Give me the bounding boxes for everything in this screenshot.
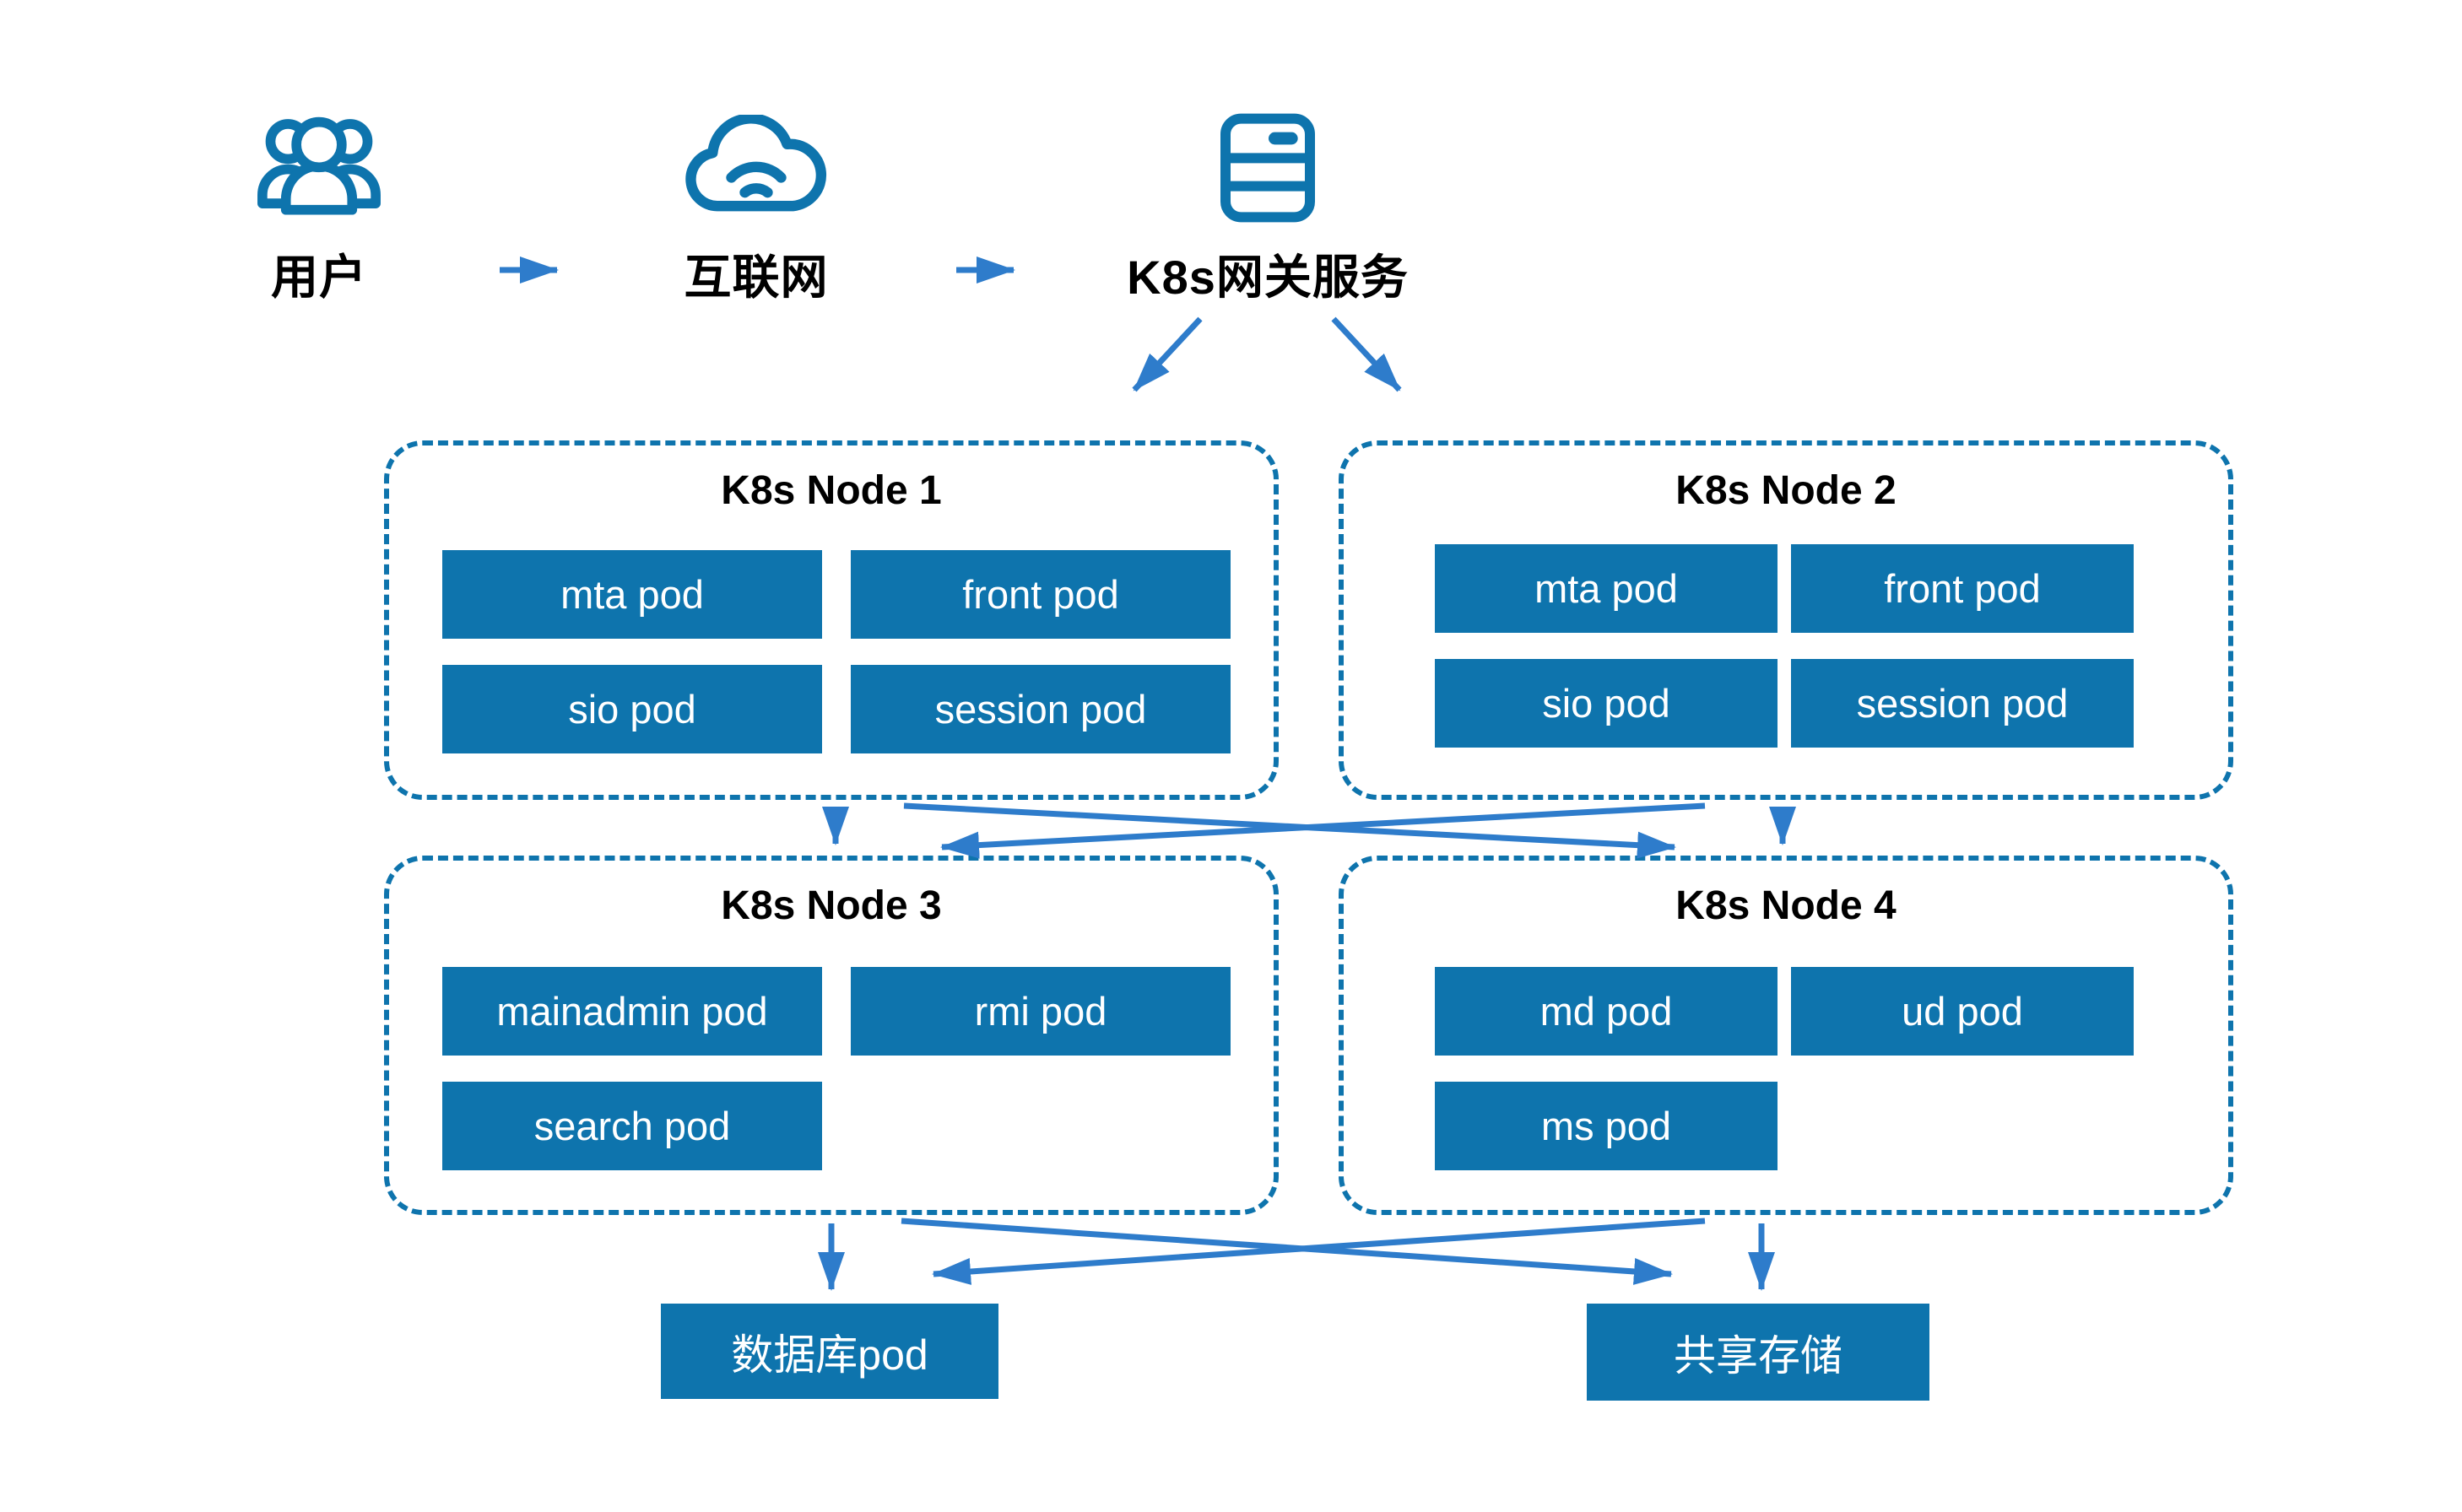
server-gateway-icon bbox=[1217, 110, 1318, 226]
database-pod-box: 数据库pod bbox=[661, 1304, 998, 1399]
arrow-node4-to-database bbox=[932, 1218, 1706, 1285]
node2-pod-front: front pod bbox=[1791, 544, 2134, 633]
node3-pod-rmi: rmi pod bbox=[851, 967, 1231, 1056]
cloud-internet-icon bbox=[680, 115, 832, 214]
node1-pod-front: front pod bbox=[851, 550, 1231, 639]
node-3-title: K8s Node 3 bbox=[721, 883, 942, 928]
node2-pod-sio: sio pod bbox=[1435, 659, 1778, 748]
users-group-icon bbox=[255, 108, 383, 218]
node3-pod-mainadmin: mainadmin pod bbox=[442, 967, 822, 1056]
node2-pod-mta: mta pod bbox=[1435, 544, 1778, 633]
node-1-title: K8s Node 1 bbox=[721, 468, 942, 513]
node-4-box bbox=[1339, 856, 2233, 1215]
arrow-gateway-to-node1 bbox=[1132, 316, 1203, 392]
node-2-box bbox=[1339, 440, 2233, 800]
gateway-label: K8s网关服务 bbox=[1127, 251, 1409, 304]
node1-pod-session: session pod bbox=[851, 665, 1231, 753]
users-label: 用户 bbox=[271, 251, 367, 304]
arrow-gateway-to-node2 bbox=[1331, 316, 1402, 392]
node2-pod-session: session pod bbox=[1791, 659, 2134, 748]
node1-pod-mta: mta pod bbox=[442, 550, 822, 639]
node4-pod-md: md pod bbox=[1435, 967, 1778, 1056]
node3-pod-search: search pod bbox=[442, 1082, 822, 1170]
internet-label: 互联网 bbox=[684, 251, 829, 304]
arrow-node2-to-node3 bbox=[940, 802, 1706, 859]
node4-pod-ud: ud pod bbox=[1791, 967, 2134, 1056]
node-2-title: K8s Node 2 bbox=[1675, 468, 1897, 513]
node-1-box bbox=[384, 440, 1279, 800]
node4-pod-ms: ms pod bbox=[1435, 1082, 1778, 1170]
node1-pod-sio: sio pod bbox=[442, 665, 822, 753]
shared-storage-box: 共享存储 bbox=[1587, 1304, 1929, 1401]
arrow-node3-to-storage bbox=[901, 1218, 1673, 1285]
node-4-title: K8s Node 4 bbox=[1675, 883, 1897, 928]
node-3-box bbox=[384, 856, 1279, 1215]
arrow-node1-to-node4 bbox=[903, 802, 1676, 859]
